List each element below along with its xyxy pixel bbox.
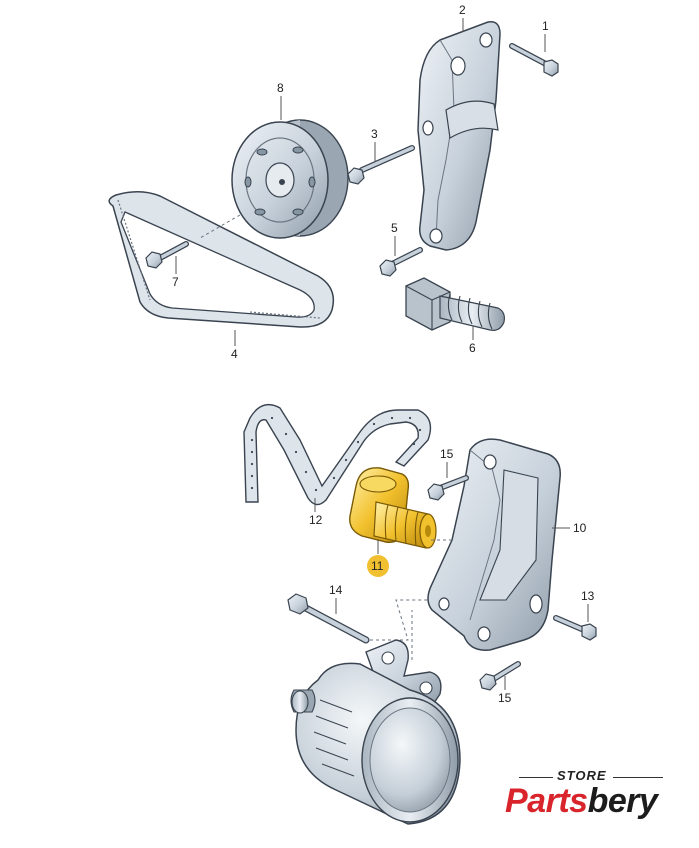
- callout-1: 1: [542, 19, 549, 33]
- bolt-15-lower: [479, 661, 521, 691]
- logo-wordmark-dark: bery: [587, 782, 658, 820]
- callouts: 1 2 3 4 5 6 7 8 10 11 12 13: [172, 3, 595, 705]
- partsbery-store-logo: STORE Partsbery: [505, 768, 675, 828]
- callout-6: 6: [469, 341, 476, 355]
- bolt-14: [287, 593, 370, 644]
- callout-4: 4: [231, 347, 238, 361]
- callout-11: 11: [371, 559, 384, 573]
- logo-wordmark: Partsbery: [505, 782, 658, 821]
- callout-13: 13: [581, 589, 595, 603]
- callout-5: 5: [391, 221, 398, 235]
- callout-15-lower: 15: [498, 691, 512, 705]
- bracket-10: [427, 438, 561, 651]
- bolt-1: [509, 43, 559, 77]
- callout-15-upper: 15: [440, 447, 454, 461]
- logo-store-text: STORE: [557, 768, 607, 783]
- logo-wordmark-red: Parts: [505, 782, 588, 820]
- damper-6: [405, 277, 505, 331]
- freewheel-pulley-11: [349, 467, 437, 549]
- pulley-8: [199, 119, 349, 239]
- bolt-13: [553, 615, 597, 641]
- bolt-7: [145, 241, 189, 269]
- callout-10: 10: [573, 521, 587, 535]
- alternator: [290, 639, 461, 825]
- bolt-3: [347, 145, 415, 185]
- belt-4: [108, 191, 335, 328]
- assembly-guides: [370, 599, 430, 660]
- belt-12: [243, 404, 432, 506]
- callout-3: 3: [371, 127, 378, 141]
- callout-11-badge: [367, 555, 389, 577]
- bolt-5: [379, 247, 423, 277]
- callout-14: 14: [329, 583, 343, 597]
- bolt-15-upper: [427, 475, 469, 501]
- callout-12: 12: [309, 513, 323, 527]
- bracket-2: [417, 21, 501, 251]
- callout-2: 2: [459, 3, 466, 17]
- callout-8: 8: [277, 81, 284, 95]
- callout-7: 7: [172, 275, 179, 289]
